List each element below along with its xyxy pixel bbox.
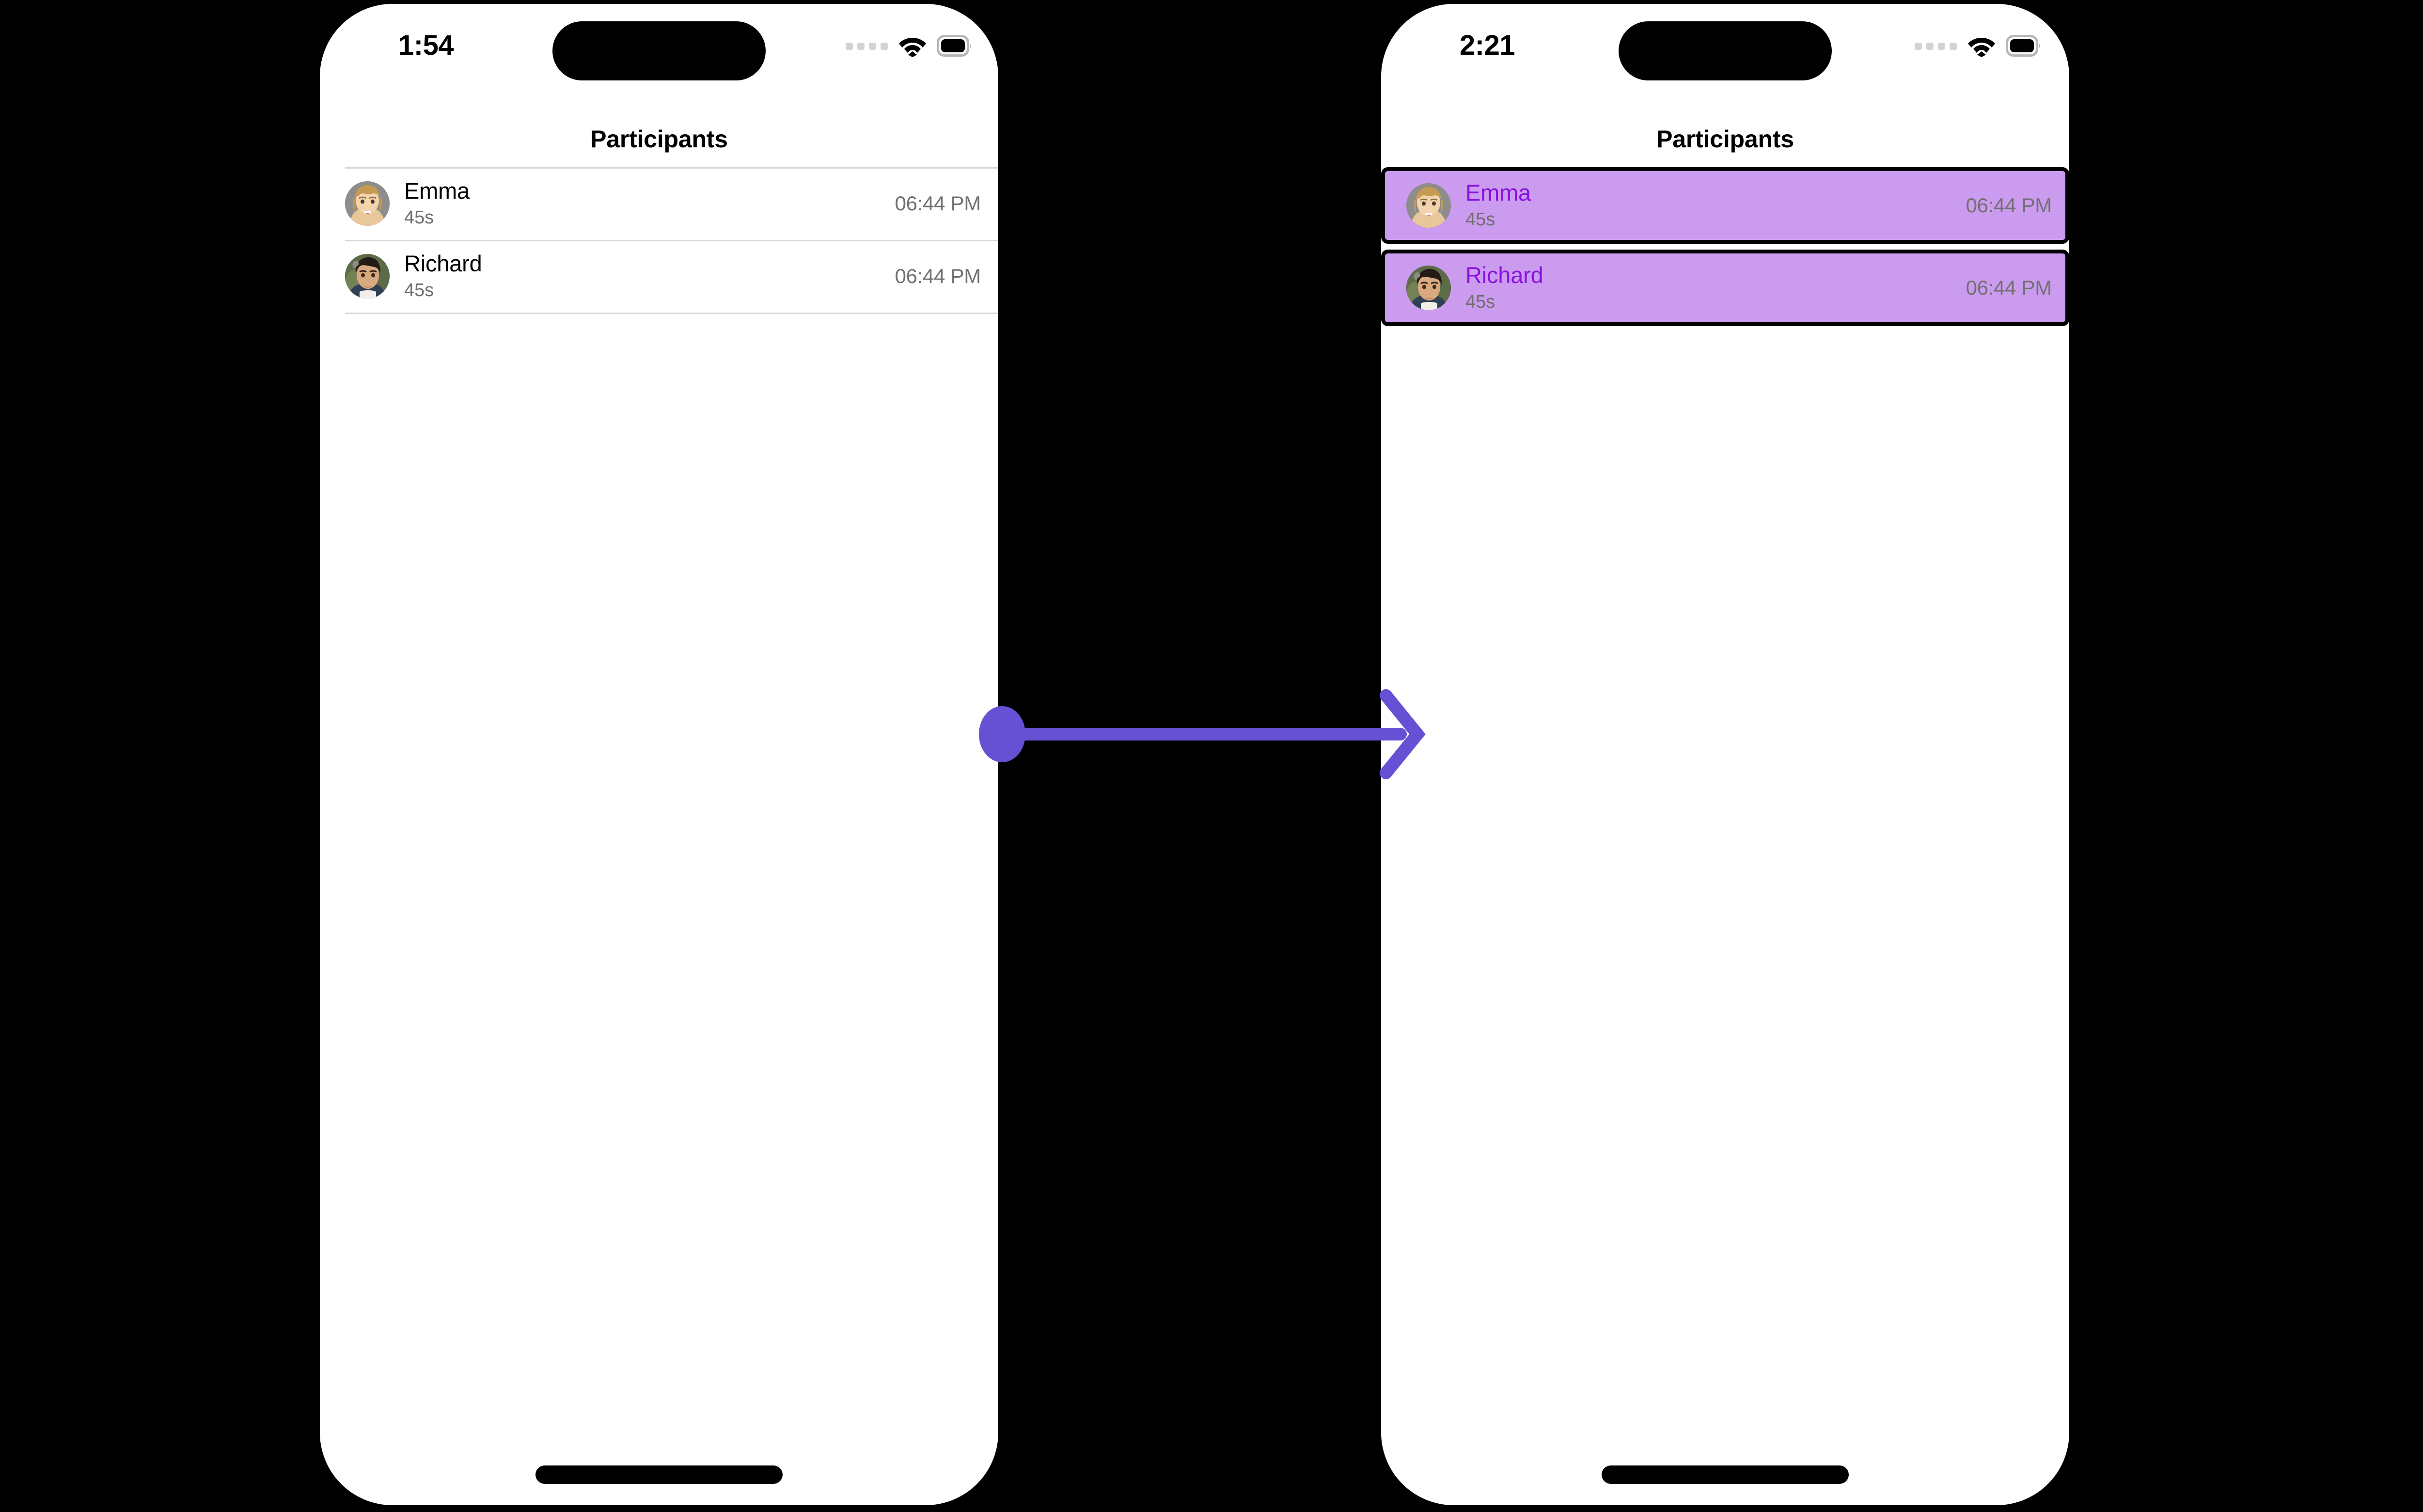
participant-name: Richard [404, 250, 482, 276]
home-indicator[interactable] [1602, 1465, 1849, 1484]
cellular-dots-icon [1915, 42, 1957, 50]
participant-timestamp: 06:44 PM [895, 265, 981, 287]
participant-duration: 45s [1465, 292, 1495, 313]
participant-timestamp: 06:44 PM [895, 192, 981, 215]
status-bar-clock: 2:21 [1460, 30, 1515, 61]
participant-info: Emma 45s [1465, 180, 1966, 231]
transition-arrow [979, 689, 1426, 779]
participant-row-richard[interactable]: Richard 45s 06:44 PM [1381, 250, 2069, 326]
participants-list: Emma 45s 06:44 PM [320, 167, 998, 314]
participant-info: Emma 45s [404, 178, 895, 229]
emma-avatar [1406, 183, 1451, 228]
participant-name: Richard [1465, 262, 1543, 288]
participant-row-richard[interactable]: Richard 45s 06:44 PM [320, 240, 998, 313]
dynamic-island [552, 21, 766, 80]
status-bar: 1:54 [320, 4, 998, 86]
home-indicator[interactable] [535, 1465, 783, 1484]
dynamic-island [1619, 21, 1832, 80]
participant-row-emma[interactable]: Emma 45s 06:44 PM [1381, 167, 2069, 244]
wifi-icon [1967, 35, 1997, 57]
arrow-head [1380, 689, 1426, 779]
participant-timestamp: 06:44 PM [1966, 194, 2052, 217]
participant-timestamp: 06:44 PM [1966, 276, 2052, 299]
battery-icon [937, 35, 972, 57]
participant-name: Emma [404, 177, 470, 204]
emma-avatar [345, 181, 390, 226]
wifi-icon [897, 35, 928, 57]
participant-info: Richard 45s [404, 251, 895, 302]
status-bar-icons [1915, 35, 2041, 57]
status-bar: 2:21 [1381, 4, 2069, 86]
richard-avatar [345, 254, 390, 299]
phone-screen-before: 1:54 Participants [320, 4, 998, 1505]
battery-icon [2006, 35, 2041, 57]
participant-duration: 45s [404, 280, 434, 301]
participant-name: Emma [1465, 179, 1531, 205]
status-bar-icons [846, 35, 972, 57]
participant-info: Richard 45s [1465, 262, 1966, 314]
participant-duration: 45s [1465, 209, 1495, 230]
richard-avatar [1406, 266, 1451, 310]
page-title: Participants [1656, 126, 1794, 153]
status-bar-clock: 1:54 [398, 30, 454, 61]
participant-row-emma[interactable]: Emma 45s 06:44 PM [320, 167, 998, 240]
cellular-dots-icon [846, 42, 888, 50]
page-title: Participants [590, 126, 728, 153]
participants-list: Emma 45s 06:44 PM [1381, 167, 2069, 332]
participant-duration: 45s [404, 207, 434, 228]
phone-screen-after: 2:21 Participants [1381, 4, 2069, 1505]
